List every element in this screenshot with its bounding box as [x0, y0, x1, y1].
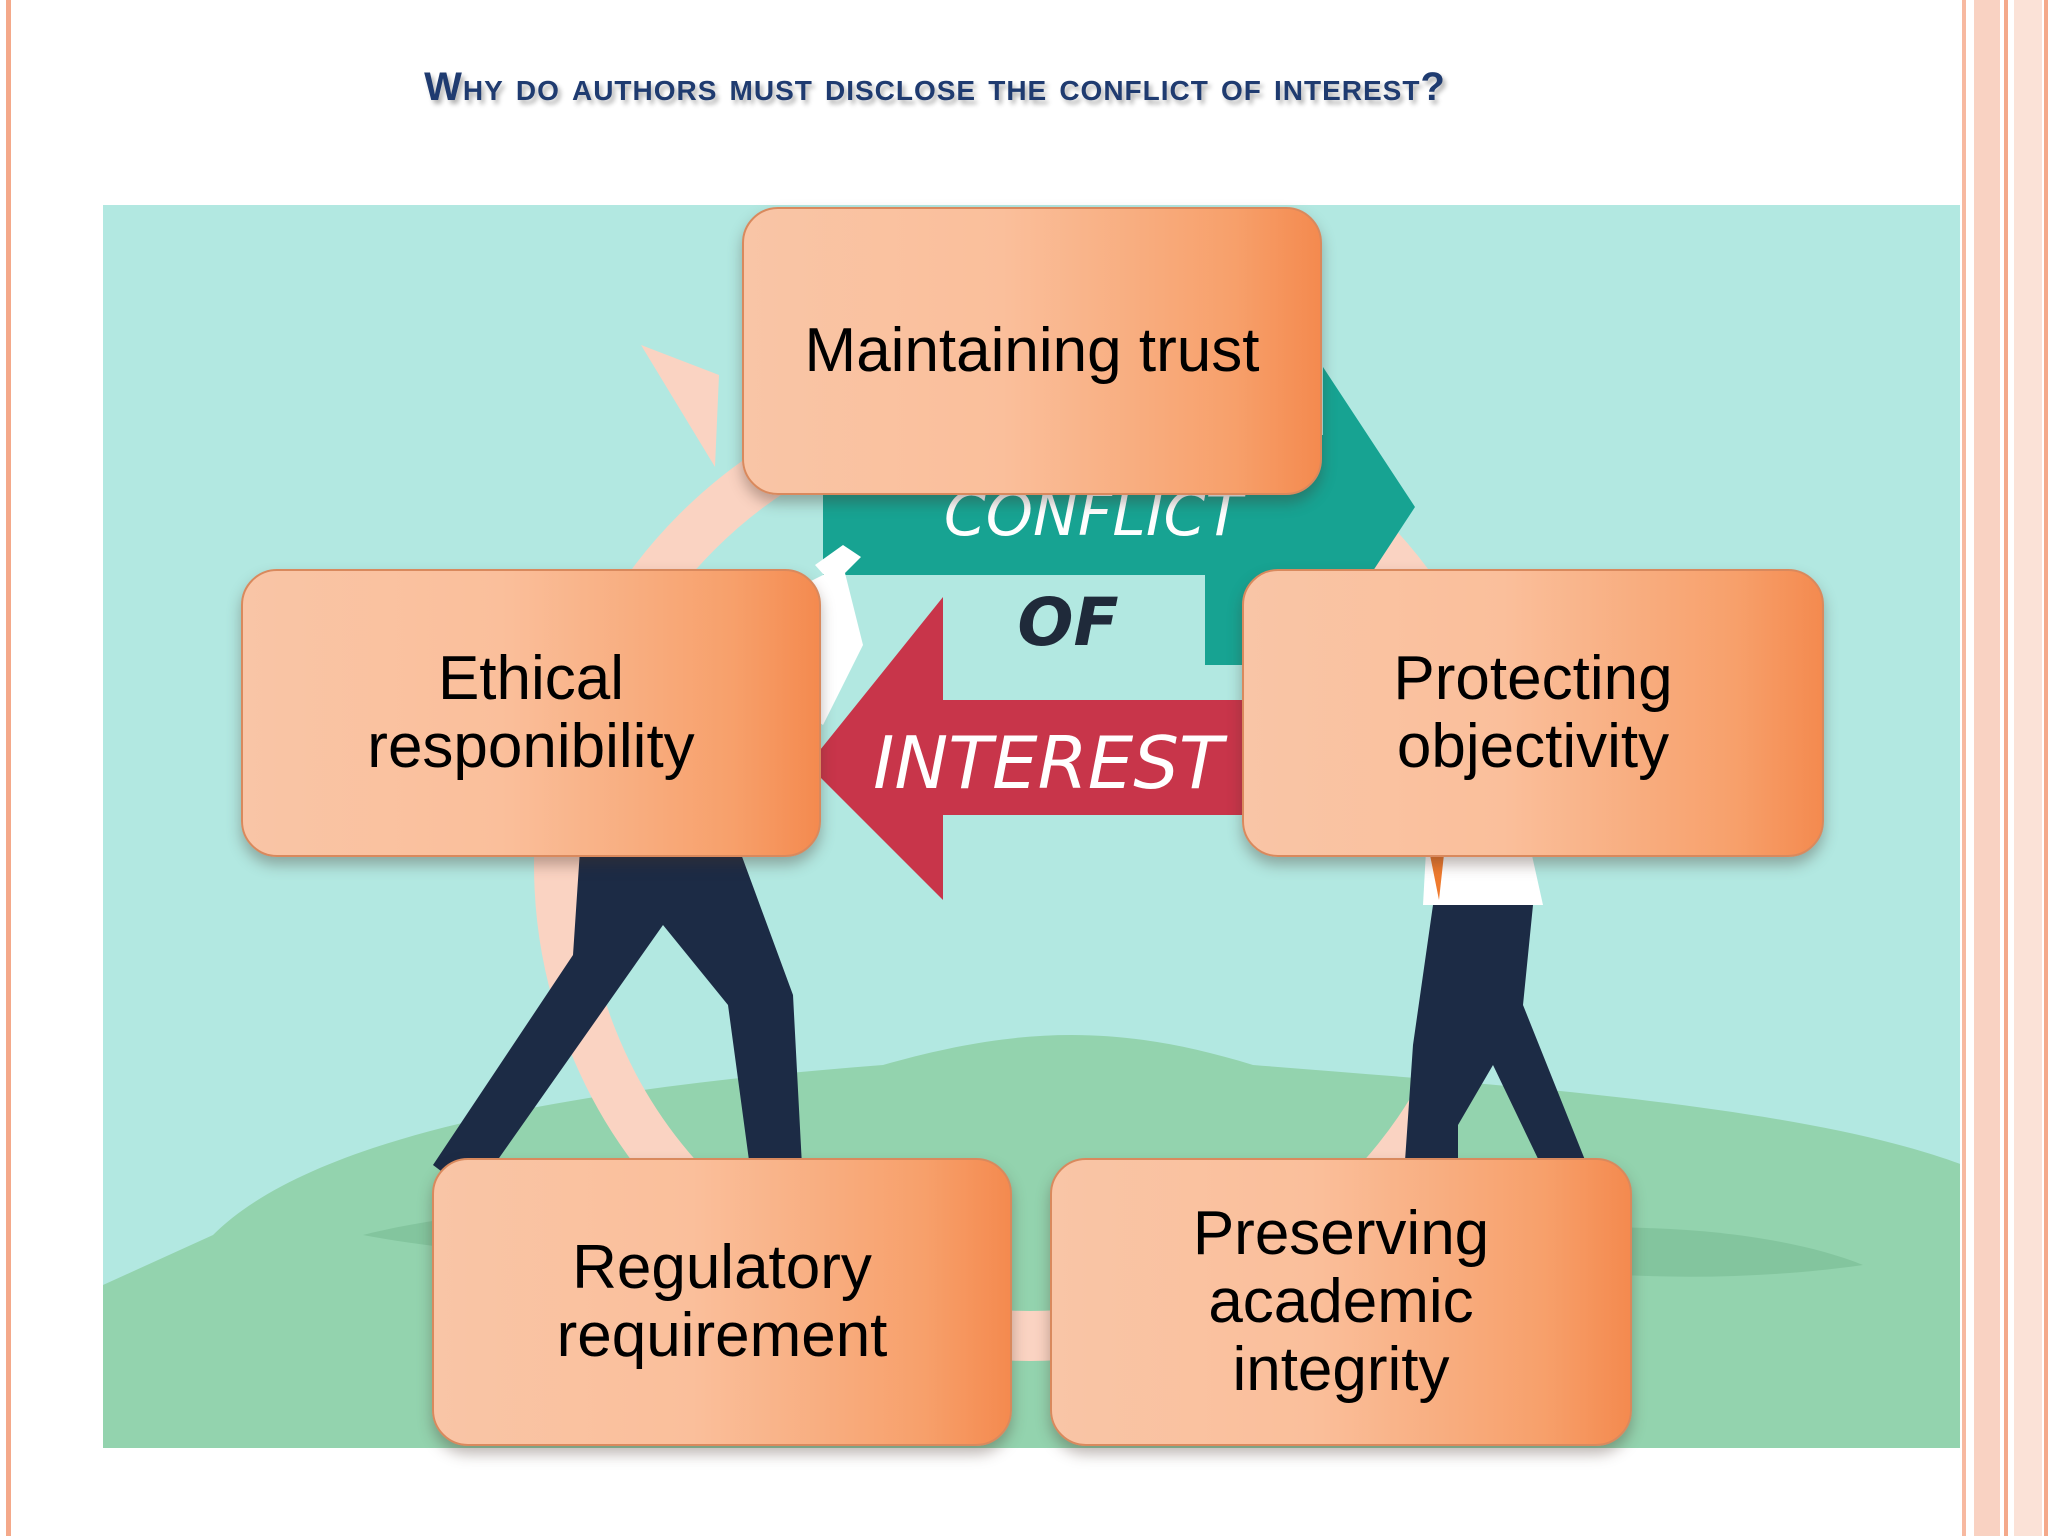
sign-red-arrow — [808, 597, 1363, 900]
frame-stripe-left — [6, 0, 11, 1536]
frame-stripe-right-5 — [2044, 0, 2048, 1536]
cycle-box-protecting-objectivity: Protecting objectivity — [1242, 569, 1824, 857]
figure-left-legs — [433, 805, 803, 1195]
cycle-box-regulatory-requirement: Regulatory requirement — [432, 1158, 1012, 1446]
cycle-box-label: Ethical responibility — [367, 644, 695, 781]
cycle-box-ethical-responsibility: Ethical responibility — [241, 569, 821, 857]
cycle-box-label: Protecting objectivity — [1393, 644, 1673, 781]
cycle-box-maintaining-trust: Maintaining trust — [742, 207, 1322, 495]
figure-right-legs — [1403, 905, 1593, 1190]
cycle-box-label: Preserving academic integrity — [1192, 1199, 1490, 1404]
frame-stripe-right-3 — [2004, 0, 2008, 1536]
frame-stripe-right-2 — [1974, 0, 2000, 1536]
sign-text-bottom: INTEREST — [873, 721, 1228, 805]
frame-stripe-right-1 — [1962, 0, 1966, 1536]
cycle-box-label: Regulatory requirement — [556, 1233, 888, 1370]
cycle-box-preserving-academic-integrity: Preserving academic integrity — [1050, 1158, 1632, 1446]
frame-stripe-right-4 — [2014, 0, 2042, 1536]
slide-title: Why do authors must disclose the conflic… — [424, 65, 1446, 109]
cycle-box-label: Maintaining trust — [804, 316, 1260, 385]
sign-text-middle: OF — [1017, 584, 1118, 661]
figure-right-tie — [1428, 845, 1445, 900]
cycle-arrowhead — [641, 345, 719, 467]
